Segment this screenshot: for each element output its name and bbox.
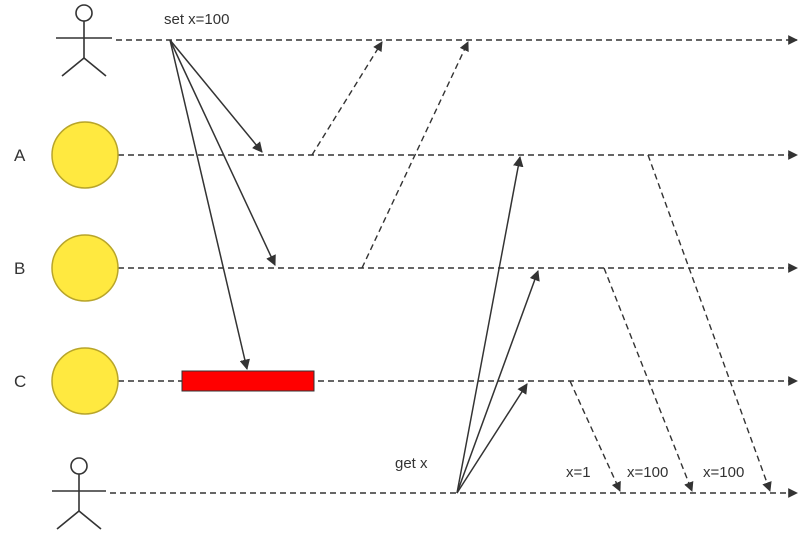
read-messages <box>456 155 540 494</box>
reply-from-a-arrow <box>647 154 772 492</box>
node-a: A <box>14 121 119 189</box>
read-replies <box>569 154 772 492</box>
reply-label-c: x=1 <box>566 464 591 481</box>
read-to-b-arrow <box>456 270 540 494</box>
node-c-label: C <box>14 372 26 391</box>
write-messages <box>169 39 276 371</box>
get-request-label: get x <box>395 455 428 472</box>
reply-from-b-arrow <box>603 267 694 492</box>
node-b: B <box>14 234 119 302</box>
ack-from-a-arrow <box>311 41 383 156</box>
read-to-a-arrow <box>456 155 524 494</box>
reply-label-a: x=100 <box>703 464 744 481</box>
timelines <box>110 35 798 498</box>
node-b-label: B <box>14 259 25 278</box>
write-to-a-arrow <box>169 39 263 153</box>
bottom-client-person-icon <box>52 457 106 530</box>
write-to-b-arrow <box>169 39 276 266</box>
set-request-label: set x=100 <box>164 11 229 28</box>
reply-label-b: x=100 <box>627 464 668 481</box>
failure-block <box>181 370 315 392</box>
write-to-c-arrow <box>169 39 250 371</box>
write-acks <box>311 41 469 269</box>
node-a-label: A <box>14 146 26 165</box>
read-to-c-arrow <box>456 383 528 494</box>
ack-from-b-arrow <box>361 41 469 269</box>
top-client-person-icon <box>56 4 112 77</box>
reply-from-c-arrow <box>569 380 621 492</box>
node-c: C <box>14 347 119 415</box>
